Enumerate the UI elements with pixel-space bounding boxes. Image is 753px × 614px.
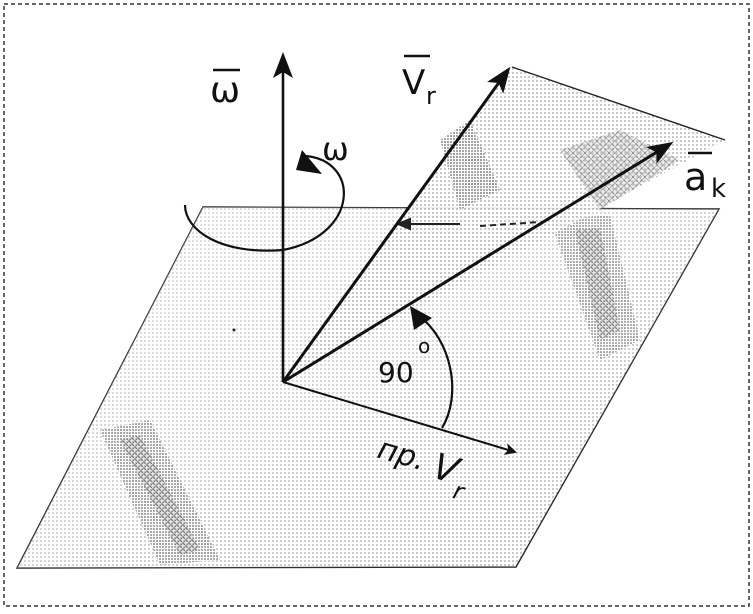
right-angle-arrowhead <box>410 306 432 330</box>
figure-border <box>3 3 750 607</box>
omega-vector-label: ω <box>210 70 240 111</box>
rotation-plane <box>15 206 721 569</box>
intersection-marks <box>395 217 541 231</box>
right-angle-arc <box>417 314 454 429</box>
angle-unit: o <box>418 334 430 358</box>
v-r-label: V <box>402 63 425 103</box>
omega-rotation-label: ω <box>322 130 349 168</box>
a-k-subscript: k <box>711 174 726 204</box>
v-r-arrow <box>281 66 511 383</box>
rotation-arrowhead <box>296 150 322 174</box>
rotation-arc <box>183 154 345 252</box>
a-k-arrow <box>282 141 674 384</box>
a-k-label: a <box>684 155 707 199</box>
projection-v-r-arrow <box>282 381 517 455</box>
angle-value: 90 <box>378 356 414 389</box>
plane-dot <box>232 328 236 332</box>
v-r-subscript: r <box>426 82 436 110</box>
